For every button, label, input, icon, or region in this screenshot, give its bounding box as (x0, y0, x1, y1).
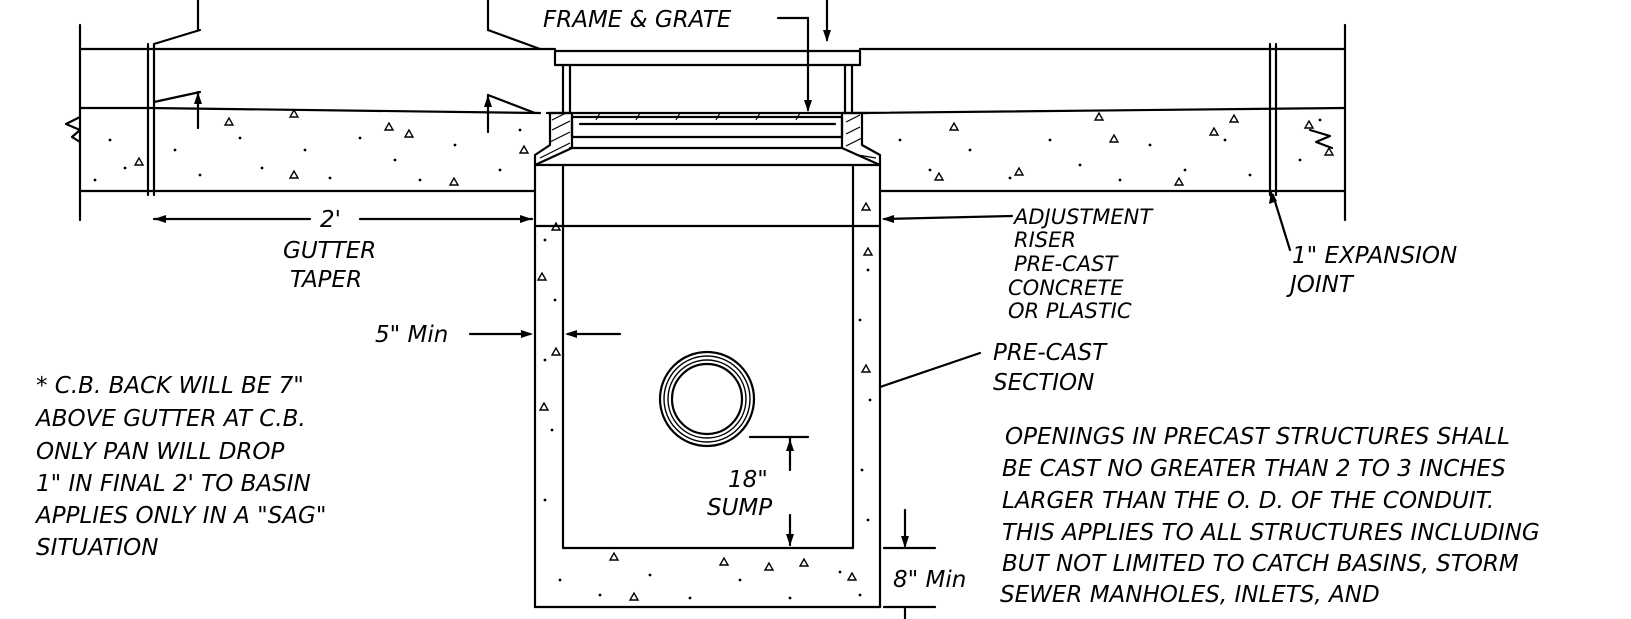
min-8in-label: 8" Min (893, 567, 966, 593)
min-5in-label: 5" Min (375, 322, 448, 348)
openings-note-line: BUT NOT LIMITED TO CATCH BASINS, STORM (1002, 551, 1519, 577)
sump-label-2: SUMP (707, 495, 772, 521)
cb-back-note-line: APPLIES ONLY IN A "SAG" (34, 503, 326, 529)
cb-back-note-line: 1" IN FINAL 2' TO BASIN (36, 471, 311, 497)
precast-section-label-2: SECTION (993, 370, 1094, 396)
gutter-taper-label-2: TAPER (290, 267, 362, 293)
adjustment-riser-label-3: PRE-CAST (1014, 252, 1119, 276)
adjustment-riser-label-1: ADJUSTMENT (1012, 205, 1154, 229)
outlet-pipe (658, 350, 756, 448)
expansion-joint-label-2: JOINT (1286, 272, 1355, 298)
openings-note-line: SEWER MANHOLES, INLETS, AND (1000, 582, 1380, 608)
openings-note: OPENINGS IN PRECAST STRUCTURES SHALL BE … (1000, 424, 1540, 608)
frame-grate-label: FRAME & GRATE (543, 7, 732, 33)
cb-back-note: * C.B. BACK WILL BE 7" ABOVE GUTTER AT C… (34, 373, 326, 561)
adjustment-riser-label-4: CONCRETE (1008, 276, 1124, 300)
precast-section-label-1: PRE-CAST (993, 340, 1108, 366)
adjustment-riser-label-5: OR PLASTIC (1008, 299, 1132, 323)
cb-back-note-line: ABOVE GUTTER AT C.B. (34, 406, 306, 432)
openings-note-line: BE CAST NO GREATER THAN 2 TO 3 INCHES (1002, 456, 1506, 482)
openings-note-line: THIS APPLIES TO ALL STRUCTURES INCLUDING (1002, 520, 1540, 546)
sump-label-1: 18" (728, 467, 768, 493)
dimension-lines (152, 0, 1292, 619)
openings-note-line: OPENINGS IN PRECAST STRUCTURES SHALL (1005, 424, 1510, 450)
cb-back-note-line: ONLY PAN WILL DROP (36, 439, 285, 465)
pavement-slab (64, 0, 1347, 222)
cb-back-note-line: * C.B. BACK WILL BE 7" (36, 373, 304, 399)
adjustment-riser-label-2: RISER (1014, 228, 1076, 252)
dim-2ft-label: 2' (320, 207, 341, 233)
gutter-taper-label-1: GUTTER (283, 238, 376, 264)
precast-structure (533, 163, 882, 609)
expansion-joint-label-1: 1" EXPANSION (1292, 243, 1457, 269)
slab-stipple (93, 108, 1335, 186)
cb-back-note-line: SITUATION (36, 535, 158, 561)
openings-note-line: LARGER THAN THE O. D. OF THE CONDUIT. (1002, 488, 1494, 514)
frame-and-grate (533, 49, 882, 167)
